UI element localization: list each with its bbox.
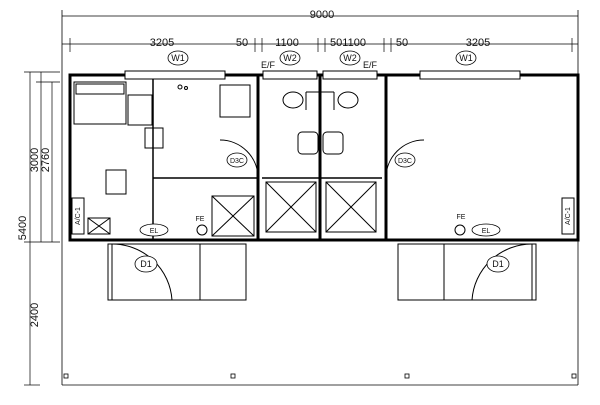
cabinet bbox=[105, 84, 251, 195]
shower-trays bbox=[265, 181, 377, 233]
dim-lower-height: 2400 bbox=[29, 303, 41, 327]
porch-left bbox=[107, 243, 247, 301]
top-dimension-lines bbox=[62, 15, 578, 52]
el-label-left: EL bbox=[150, 228, 159, 235]
fe-label-left: FE bbox=[196, 216, 205, 223]
interior-walls bbox=[152, 75, 388, 240]
fe-symbols bbox=[196, 224, 466, 236]
tag-w2-right: W2 bbox=[343, 53, 357, 63]
dim-total-width: 9000 bbox=[310, 9, 334, 21]
storage-box bbox=[211, 195, 255, 237]
dim-seg-mid-center: 501100 bbox=[330, 37, 366, 49]
el-label-right: EL bbox=[482, 228, 491, 235]
d3c-label-left: D3C bbox=[230, 158, 244, 165]
dim-seg-right: 3205 bbox=[466, 37, 490, 49]
d1-label-left: D1 bbox=[140, 259, 152, 269]
tag-w1-right: W1 bbox=[459, 53, 473, 63]
bed bbox=[73, 81, 127, 125]
tag-w1-left: W1 bbox=[171, 53, 185, 63]
dim-seg-mid-left: 1100 bbox=[275, 37, 299, 49]
tag-w2-left: W2 bbox=[283, 53, 297, 63]
left-dimension-lines bbox=[24, 71, 60, 386]
dim-gap-a: 50 bbox=[236, 37, 248, 49]
dim-seg-left: 3205 bbox=[150, 37, 174, 49]
d3c-tags bbox=[226, 152, 416, 168]
fe-label-right: FE bbox=[457, 214, 466, 221]
toilets bbox=[297, 131, 344, 155]
dim-total-height: 5400 bbox=[17, 216, 29, 240]
ac-label-right: A/C-1 bbox=[565, 207, 572, 225]
porch-right bbox=[397, 243, 537, 301]
dim-upper-height: 3000 bbox=[29, 148, 41, 172]
window-tags bbox=[167, 50, 477, 66]
bottom-marks bbox=[63, 373, 577, 379]
exterior-walls bbox=[68, 73, 580, 242]
tag-ef-left: E/F bbox=[261, 60, 276, 70]
dim-inner-height: 2760 bbox=[40, 148, 52, 172]
ac-unit-left bbox=[71, 197, 85, 235]
tag-ef-right: E/F bbox=[363, 60, 378, 70]
dim-gap-b: 50 bbox=[396, 37, 408, 49]
door-d3c-swings bbox=[219, 139, 425, 179]
el-tags bbox=[139, 223, 501, 237]
d3c-label-right: D3C bbox=[398, 158, 412, 165]
windows bbox=[124, 70, 521, 80]
hatched-fixture bbox=[87, 217, 111, 235]
ac-label-left: A/C-1 bbox=[75, 207, 82, 225]
d1-tags bbox=[134, 255, 510, 273]
desk-and-chair bbox=[127, 84, 188, 149]
d1-label-right: D1 bbox=[492, 259, 504, 269]
washbasins bbox=[282, 91, 359, 110]
ac-unit-right bbox=[561, 197, 575, 235]
